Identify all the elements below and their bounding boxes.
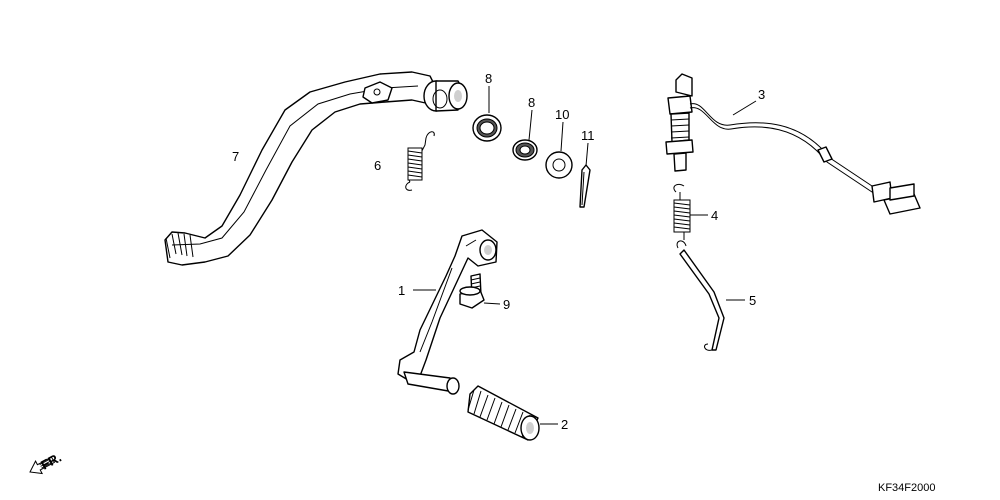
- callout-5: 5: [749, 293, 756, 308]
- leader-lines: [413, 86, 757, 425]
- front-arrow-icon: [29, 456, 56, 475]
- callout-11: 11: [581, 128, 595, 143]
- gearshift-pedal-part: [397, 229, 498, 395]
- callout-2: 2: [561, 417, 568, 432]
- callout-10: 10: [555, 107, 569, 122]
- callout-7: 7: [232, 149, 239, 164]
- brake-switch-part: [665, 73, 921, 215]
- return-spring-part: [405, 131, 435, 191]
- callout-1: 1: [398, 283, 405, 298]
- washer-upper-part: [472, 114, 502, 142]
- diagram-code: KF34F2000: [878, 482, 935, 494]
- peg-rubber-part: [467, 385, 540, 441]
- washer-part-10: [545, 151, 573, 179]
- pinch-bolt-part: [459, 273, 485, 309]
- callout-8-upper: 8: [485, 71, 492, 86]
- brake-pedal-part: [164, 71, 468, 266]
- callout-4: 4: [711, 208, 718, 223]
- switch-spring-part: [673, 183, 691, 240]
- callout-labels: 1 2 3 4 5 6 7 8 8 9 10 11: [232, 71, 765, 432]
- washer-lower-part: [512, 139, 538, 161]
- callout-9: 9: [503, 297, 510, 312]
- switch-rod-part: [676, 240, 725, 351]
- cotter-pin-part: [579, 164, 591, 208]
- callout-6: 6: [374, 158, 381, 173]
- front-direction-marker: FR.: [29, 450, 64, 475]
- callout-8-lower: 8: [528, 95, 535, 110]
- callout-3: 3: [758, 87, 765, 102]
